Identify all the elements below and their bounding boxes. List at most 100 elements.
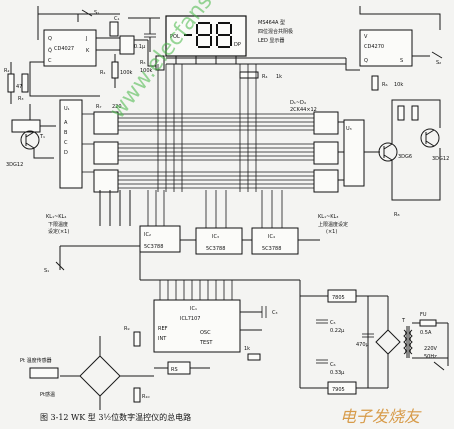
ic4-box (251, 227, 299, 255)
s1-lower-label: S₁ (44, 268, 49, 274)
r-bridge-label: R₉ (124, 326, 129, 332)
svg-text:POL: POL (170, 34, 180, 40)
svg-text:S: S (400, 58, 403, 64)
s2-label: S₂ (436, 60, 441, 66)
sensor-bridge: Pt 温度传感器 Pt感温 R₉ R₁₀ (20, 326, 154, 410)
t1-label: T₁ (39, 134, 45, 140)
c-ps1-label: C₅ (330, 320, 336, 326)
kl-left-label: KL₁~KL₄ (46, 214, 66, 220)
ic3-name: IC₃ (212, 234, 219, 240)
ic1-part: ICL7107 (180, 316, 200, 322)
svg-text:B: B (64, 130, 68, 136)
diode-matrix: U₁ A B C D (59, 64, 339, 193)
c-adc-label: C₃ (272, 310, 278, 316)
top-left-block: S₁ Q Q̄ C J K CD4027 C₁ 0.1μ R₁ 100k R₂ … (4, 6, 160, 104)
kl-left-sub2: 设定(×1) (48, 228, 69, 235)
svg-text:D: D (64, 150, 68, 156)
setting-block: KL₁~KL₄ 下限温度 设定(×1) IC₂ 5C3788 IC₃ 5C378… (44, 190, 348, 274)
svg-text:U₃: U₃ (346, 126, 352, 132)
svg-text:C: C (64, 140, 68, 146)
mains-label: 220V (424, 346, 438, 352)
cd4027-left-ic (43, 29, 97, 67)
r2-value: 47k (16, 84, 25, 90)
r1-label: R₁ (100, 70, 105, 76)
kh-right-label: KL₁~KL₃ (318, 214, 338, 220)
svg-text:Q: Q (48, 36, 52, 42)
r-right2-label: R₈ (394, 212, 399, 218)
r-display-label: R₄ (262, 74, 267, 80)
r1-value: 100k (120, 70, 133, 76)
t3-label: 3DG6 (398, 154, 412, 160)
svg-text:REF: REF (158, 326, 168, 332)
kh-right-sub2: (×1) (326, 229, 337, 235)
ic2-box (139, 225, 181, 253)
fuse-label: FU (420, 312, 427, 318)
diode-block-label2: 2CK44×12 (290, 107, 317, 113)
r-mid-value: 100k (140, 68, 153, 74)
c-ps1-value: 0.22μ (330, 328, 345, 334)
ic4-name: IC₄ (268, 234, 275, 240)
svg-text:J: J (85, 36, 87, 42)
cd4027-left-label: CD4027 (54, 46, 74, 52)
rs-label: RS (171, 367, 178, 373)
mains-freq: 50Hz (424, 354, 437, 360)
diode-block-label: D₁~D₄ (290, 100, 306, 106)
cd4027-right-ic (359, 29, 413, 67)
svg-text:U₁: U₁ (64, 106, 70, 112)
figure-caption: 图 3-12 WK 型 3½位数字温控仪的总电路 (40, 412, 191, 422)
ic2-part: 5C3788 (144, 244, 163, 250)
kl-left-sub: 下限温度 (48, 221, 68, 228)
r-right-label: R₆ (382, 82, 387, 88)
ic1-name: IC₁ (190, 306, 197, 312)
r-adc-value: 1k (244, 346, 250, 352)
probe-label: Pt 温度传感器 (20, 357, 52, 364)
svg-text:C: C (48, 58, 52, 64)
svg-text:INT: INT (158, 336, 167, 342)
ic3-part: 5C3788 (206, 246, 225, 252)
c1-label: C₁ (114, 16, 120, 22)
ic2-name: IC₂ (144, 232, 151, 238)
fuse-value: 0.5A (420, 330, 432, 336)
r-right-value: 10k (394, 82, 403, 88)
r-bridge2-label: R₁₀ (142, 394, 149, 400)
ic3-box (195, 227, 243, 255)
right-transistors: U₃ 3DG6 3DG12 R₈ (338, 99, 449, 218)
icl7107-ic (153, 299, 241, 353)
svg-text:TEST: TEST (199, 340, 213, 346)
top-right-block: CD4270 V Q S S₂ R₆ 10k (345, 6, 443, 91)
svg-text:Q: Q (364, 58, 368, 64)
adc-block: IC₁ ICL7107 REF INT OSC TEST RS 1k C₃ (139, 252, 300, 375)
display-label-line1: MS464A 型 (258, 19, 285, 26)
svg-text:Q̄: Q̄ (48, 47, 52, 54)
c-ps2-value: 0.33μ (330, 370, 345, 376)
r2-label: R₂ (4, 68, 9, 74)
t2-label: 3DG12 (6, 162, 23, 168)
svg-text:OSC: OSC (200, 330, 211, 336)
svg-text:K: K (86, 48, 90, 54)
u3-ic (343, 119, 365, 187)
cap-value-01: 0.1μ (134, 44, 146, 50)
left-transistor: T₁ 3DG12 (6, 104, 56, 168)
display-label-line3: LED 显示器 (258, 38, 284, 44)
probe-label2: Pt感温 (40, 391, 55, 398)
reg-top-label: 7805 (332, 295, 345, 301)
r-matrix-value: 220 (112, 104, 122, 110)
site-logo: 电子发烧友 (340, 407, 422, 426)
transformer-label: T (401, 318, 406, 324)
cd4027-right-label: CD4270 (364, 44, 384, 50)
display-block: POL DP MS464A 型 四位混合共阴极 LED 显示器 R₄ 1k (140, 15, 346, 80)
ic4-part: 5C3788 (262, 246, 281, 252)
svg-text:V: V (364, 34, 368, 40)
c-ps3-value: 470μ (356, 342, 370, 348)
svg-text:DP: DP (234, 42, 241, 48)
svg-text:A: A (64, 120, 68, 126)
r3-label: R₃ (18, 96, 23, 102)
kh-right-sub: 上限温度设定 (318, 221, 348, 228)
r-matrix-label: R₇ (96, 104, 101, 110)
s1-label: S₁ (94, 10, 99, 16)
r-display-value: 1k (276, 74, 282, 80)
display-label-line2: 四位混合共阴极 (258, 28, 293, 35)
r-mid-label: R₅ (140, 60, 145, 66)
